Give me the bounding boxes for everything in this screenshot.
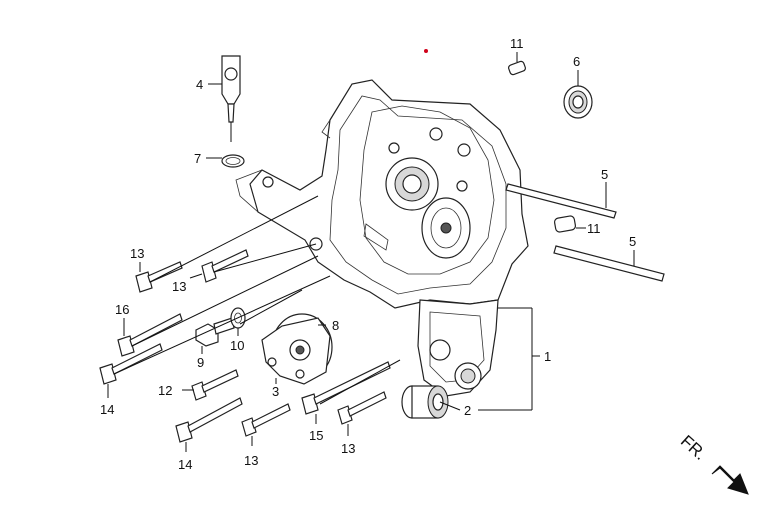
stud-bolt-upper	[505, 183, 617, 219]
label-part-6: 6	[573, 54, 580, 69]
bolt-13-bottom-right	[337, 391, 387, 425]
oil-dipstick	[221, 55, 241, 142]
label-part-2: 2	[464, 403, 471, 418]
dowel-pin-right	[553, 215, 577, 233]
label-part-8: 8	[332, 318, 339, 333]
label-part-14-bottom: 14	[178, 457, 192, 472]
label-part-13-bottom-mid: 13	[244, 453, 258, 468]
marker-dot	[424, 49, 428, 53]
bolt-14-left	[99, 343, 163, 385]
label-part-10: 10	[230, 338, 244, 353]
label-part-13-top-mid: 13	[172, 279, 186, 294]
label-part-15: 15	[309, 428, 323, 443]
label-part-5-lower: 5	[629, 234, 636, 249]
bolt-14-bottom	[175, 397, 243, 443]
label-part-5-upper: 5	[601, 167, 608, 182]
leader-lines	[107, 52, 635, 452]
dowel-pin-top	[508, 60, 526, 76]
bolt-13-top-mid	[201, 249, 249, 283]
label-part-3: 3	[272, 384, 279, 399]
roller-bearing	[401, 385, 449, 419]
label-part-13-top-left: 13	[130, 246, 144, 261]
bolt-13-bottom-mid	[241, 403, 291, 437]
bolt-15	[301, 361, 391, 415]
label-part-16: 16	[115, 302, 129, 317]
tensioner-pulley	[261, 313, 333, 385]
front-direction-arrow-icon	[711, 465, 749, 495]
bolt-13-top-left	[135, 261, 183, 293]
crankcase-cover	[235, 79, 529, 397]
label-part-4: 4	[196, 77, 203, 92]
label-part-13-bottom-right: 13	[341, 441, 355, 456]
label-part-9: 9	[197, 355, 204, 370]
bolt-12	[191, 369, 239, 401]
label-part-11-right: 11	[587, 221, 601, 236]
label-part-12: 12	[158, 383, 172, 398]
label-part-7: 7	[194, 151, 201, 166]
front-direction-label: FR.	[677, 431, 710, 463]
o-ring	[221, 154, 245, 168]
bolt-16	[117, 313, 183, 357]
label-part-11-top: 11	[510, 36, 524, 51]
oil-seal	[563, 85, 593, 119]
label-part-1: 1	[544, 349, 551, 364]
stud-bolt-lower	[553, 245, 665, 282]
label-part-14-left: 14	[100, 402, 114, 417]
